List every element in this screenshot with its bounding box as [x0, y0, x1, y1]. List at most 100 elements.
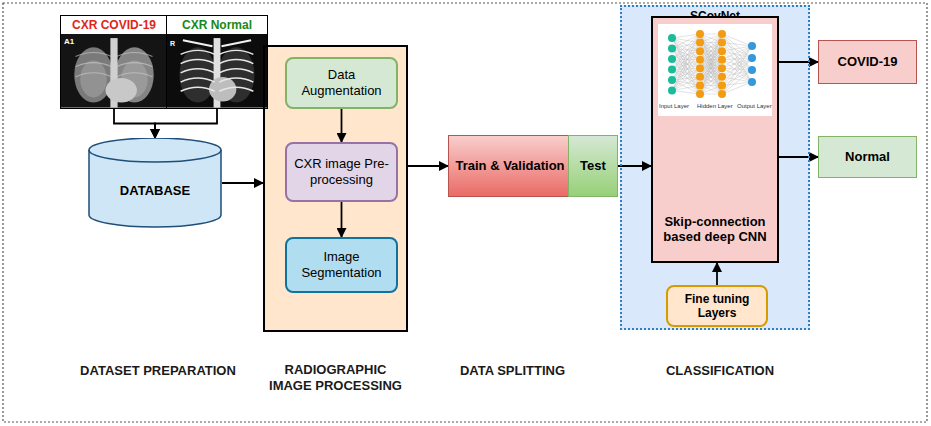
network-link [672, 91, 700, 95]
stage-label: DATA SPLITTING [440, 363, 585, 379]
network-neuron [696, 81, 704, 89]
stage-label: CLASSIFICATION [640, 363, 800, 379]
network-link [722, 34, 752, 82]
network-link [672, 68, 700, 90]
network-link [672, 85, 700, 90]
connector-arrow [222, 182, 263, 184]
network-neuron [668, 87, 676, 95]
network-link [672, 43, 700, 80]
network-neuron [718, 39, 726, 47]
connector-arrow [155, 109, 217, 138]
network-link [672, 38, 700, 43]
network-link [672, 51, 700, 90]
network-link [722, 34, 752, 46]
network-link [672, 60, 700, 91]
layer-label: Output Layer [737, 103, 772, 110]
split-box: Train & Validation [448, 135, 572, 197]
connector-arrow [408, 165, 448, 167]
node-text: COVID-19 [838, 54, 898, 70]
network-link [722, 46, 752, 68]
network-link [672, 34, 700, 91]
network-neuron [748, 66, 756, 74]
network-link [722, 58, 752, 85]
connector-arrow [341, 109, 343, 142]
network-link [672, 60, 700, 80]
network-link [672, 68, 700, 80]
outer-frame [3, 3, 927, 422]
node-text: Data Augmentation [287, 67, 396, 98]
xray-image [167, 34, 267, 108]
network-neuron [668, 66, 676, 74]
network-neuron [718, 90, 726, 98]
network-link [672, 77, 700, 91]
network-neuron [696, 56, 704, 64]
cylinder-lip [89, 150, 221, 162]
output-box: COVID-19 [818, 40, 917, 84]
network-link [672, 43, 700, 49]
node-text: CXR Normal [167, 16, 267, 34]
network-link [672, 59, 700, 85]
network-link [700, 68, 722, 94]
network-link [722, 51, 752, 82]
network-neuron [718, 81, 726, 89]
group-panel: SCovNet Skip-connection based deep CNNFi… [620, 5, 810, 330]
network-link [672, 51, 700, 59]
process-box: Image Segmentation [285, 237, 398, 293]
network-neuron [748, 54, 756, 62]
node-text: Train & Validation [455, 158, 564, 174]
network-link [722, 51, 752, 70]
output-box: Normal [818, 136, 917, 178]
network-link [672, 43, 700, 91]
network-neuron [748, 42, 756, 50]
image-panel: CXR Normal [166, 15, 268, 109]
layer-label: Input Layer [659, 103, 689, 110]
process-box: Data Augmentation [285, 57, 398, 109]
network-neuron [696, 39, 704, 47]
network-link [672, 43, 700, 59]
node-text: Test [580, 158, 606, 174]
node-text: CXR image Pre-processing [287, 156, 396, 187]
image-marker: A1 [64, 37, 74, 47]
network-neuron [696, 64, 704, 72]
node-text: Skip-connection based deep CNN [657, 214, 773, 245]
cylinder-shape [88, 138, 222, 228]
panel-ground [263, 45, 408, 332]
network-neuron [718, 47, 726, 55]
network-link [722, 34, 752, 58]
cnn-box: Skip-connection based deep CNN [651, 16, 779, 263]
split-box: Test [568, 135, 618, 197]
network-neuron [718, 56, 726, 64]
network-link [722, 58, 752, 77]
node-text: Fine tuning Layers [668, 292, 766, 321]
network-link [672, 59, 700, 61]
network-link [672, 49, 700, 86]
network-neuron [668, 55, 676, 63]
network-neuron [696, 73, 704, 81]
network-neuron [718, 73, 726, 81]
connector-arrow [618, 165, 651, 167]
network-neuron [668, 45, 676, 53]
network-link [722, 46, 752, 85]
network-link [722, 43, 752, 46]
panel-title: RADIOGRAPHIC IMAGE PROCESSING [265, 362, 406, 393]
network-neuron [718, 64, 726, 72]
network-neuron [668, 76, 676, 84]
node-text: DATABASE [120, 183, 190, 199]
image-marker: R [170, 40, 175, 48]
network-neuron [748, 78, 756, 86]
network-neuron [696, 47, 704, 55]
process-box: CXR image Pre-processing [285, 142, 398, 202]
panel-ground [620, 5, 810, 330]
network-neuron [668, 34, 676, 42]
network-link [672, 38, 700, 51]
stage-label: DATASET PREPARATION [58, 363, 258, 379]
stage-panel: RADIOGRAPHIC IMAGE PROCESSINGData Augmen… [263, 45, 408, 332]
network-neuron [696, 30, 704, 38]
image-panel: CXR COVID-19 [60, 15, 168, 109]
connector-arrow [341, 202, 343, 237]
network-link [722, 70, 752, 85]
network-link [722, 82, 752, 94]
network-link [672, 38, 700, 85]
layer-label: Hidden Layer [697, 103, 733, 110]
network-link [672, 68, 700, 69]
